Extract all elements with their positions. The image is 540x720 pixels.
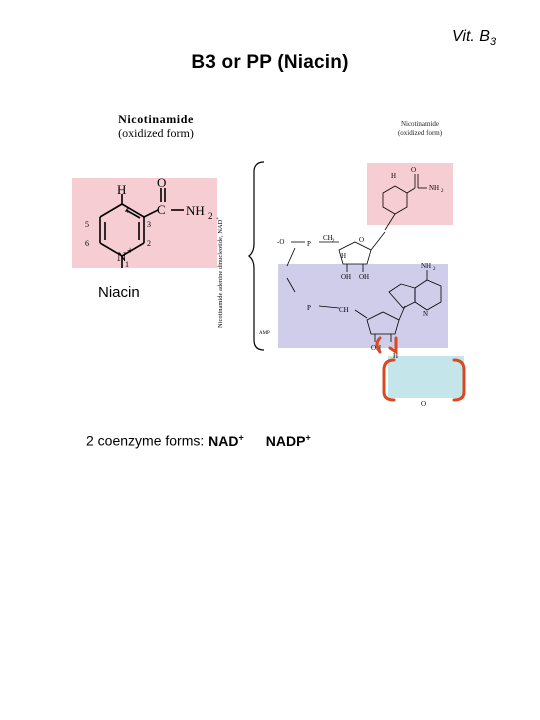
coenzyme-nad: NAD — [208, 432, 239, 449]
nad-atom-oh-1: OH — [341, 273, 351, 281]
coenzyme-nad-sup: + — [238, 432, 244, 442]
pos-5: 5 — [85, 220, 89, 229]
nad-atom-o-bottom: O — [421, 400, 426, 408]
nad-side-label: Nicotinamide adenine dinucleotide, NAD+ — [216, 217, 224, 328]
nad-side-label-sup: + — [216, 217, 221, 220]
pos-6: 6 — [85, 239, 89, 248]
phosphate-red-brackets — [375, 336, 466, 402]
pos-2: 2 — [147, 239, 151, 248]
pos-3: 3 — [147, 220, 151, 229]
nad-atom-n: N — [423, 310, 428, 318]
atom-nh2: NH — [186, 203, 205, 218]
pos-1: 1 — [125, 260, 129, 269]
atom-nitrogen: N — [117, 249, 127, 264]
nad-atom-o-ring: O — [359, 236, 364, 244]
nad-atom-h-sugar: H — [341, 252, 346, 260]
nad-heading-form: (oxidized form) — [397, 129, 443, 137]
nad-atom-nh2-adenine-sub: 2 — [433, 267, 436, 272]
atom-plus: + — [127, 245, 133, 257]
nad-atom-h-p: H — [393, 352, 398, 360]
nad-atom-ch2-sub: 2 — [332, 239, 335, 244]
nad-atom-o-top: O — [411, 166, 416, 174]
nad-atom-ch2-1: CH — [323, 234, 333, 242]
phosphate-highlight — [388, 356, 464, 398]
vitamin-tag: Vit. B3 — [452, 28, 496, 48]
nicotinamide-structure: H O C NH 2 N + 4 3 5 6 2 1 — [85, 175, 213, 269]
nad-atom-p1: P — [307, 240, 311, 248]
nad-atom-oh-2: OH — [359, 273, 369, 281]
nad-heading-name: Nicotinamide — [400, 120, 440, 128]
atom-h-top: H — [117, 182, 126, 197]
niacin-label: Niacin — [98, 284, 140, 301]
coenzyme-nadp: NADP — [265, 432, 306, 449]
amp-box — [278, 264, 448, 348]
atom-carbon: C — [157, 202, 166, 217]
nad-atom-oh-3: OH — [371, 344, 381, 352]
amp-label: AMP — [259, 331, 270, 336]
coenzyme-forms: 2 coenzyme forms: NAD+NADP+ — [86, 432, 311, 449]
nad-heading: Nicotinamide (oxidized form) — [365, 120, 475, 138]
nad-atom-ch2-2: CH — [339, 306, 349, 314]
atom-oxygen: O — [157, 175, 166, 190]
nad-atom-p2: P — [307, 304, 311, 312]
nad-side-label-text: Nicotinamide adenine dinucleotide, NAD — [217, 219, 224, 328]
nad-atom-nh2: NH — [429, 184, 439, 192]
nad-atom-h: H — [391, 172, 396, 180]
nicotinamide-form: (oxidized form) — [118, 126, 194, 140]
nad-nicotinamide-box — [367, 163, 453, 225]
nicotinamide-name: Nicotinamide — [118, 112, 194, 126]
svg-text:Nicotinamide adenine dinucleot: Nicotinamide adenine dinucleotide, NAD+ — [216, 217, 224, 328]
nad-atom-nh2-sub: 2 — [441, 189, 444, 194]
vitamin-tag-subscript: 3 — [489, 36, 497, 49]
page-title: B3 or PP (Niacin) — [191, 52, 349, 73]
nad-structure: O NH 2 H -O P CH 2 O H OH OH NH 2 N P CH… — [259, 166, 444, 408]
nicotinamide-heading: Nicotinamide (oxidized form) — [86, 112, 226, 140]
coenzyme-nadp-sup: + — [305, 432, 311, 442]
nad-atom-o-minus: -O — [277, 238, 284, 246]
pos-4: 4 — [125, 206, 129, 215]
nad-atom-nh2-adenine: NH — [421, 262, 431, 270]
coenzyme-prefix: 2 coenzyme forms: — [86, 432, 209, 449]
atom-nh2-sub: 2 — [208, 211, 213, 221]
vitamin-tag-text: Vit. B — [452, 28, 490, 45]
nad-bracket — [248, 161, 265, 351]
